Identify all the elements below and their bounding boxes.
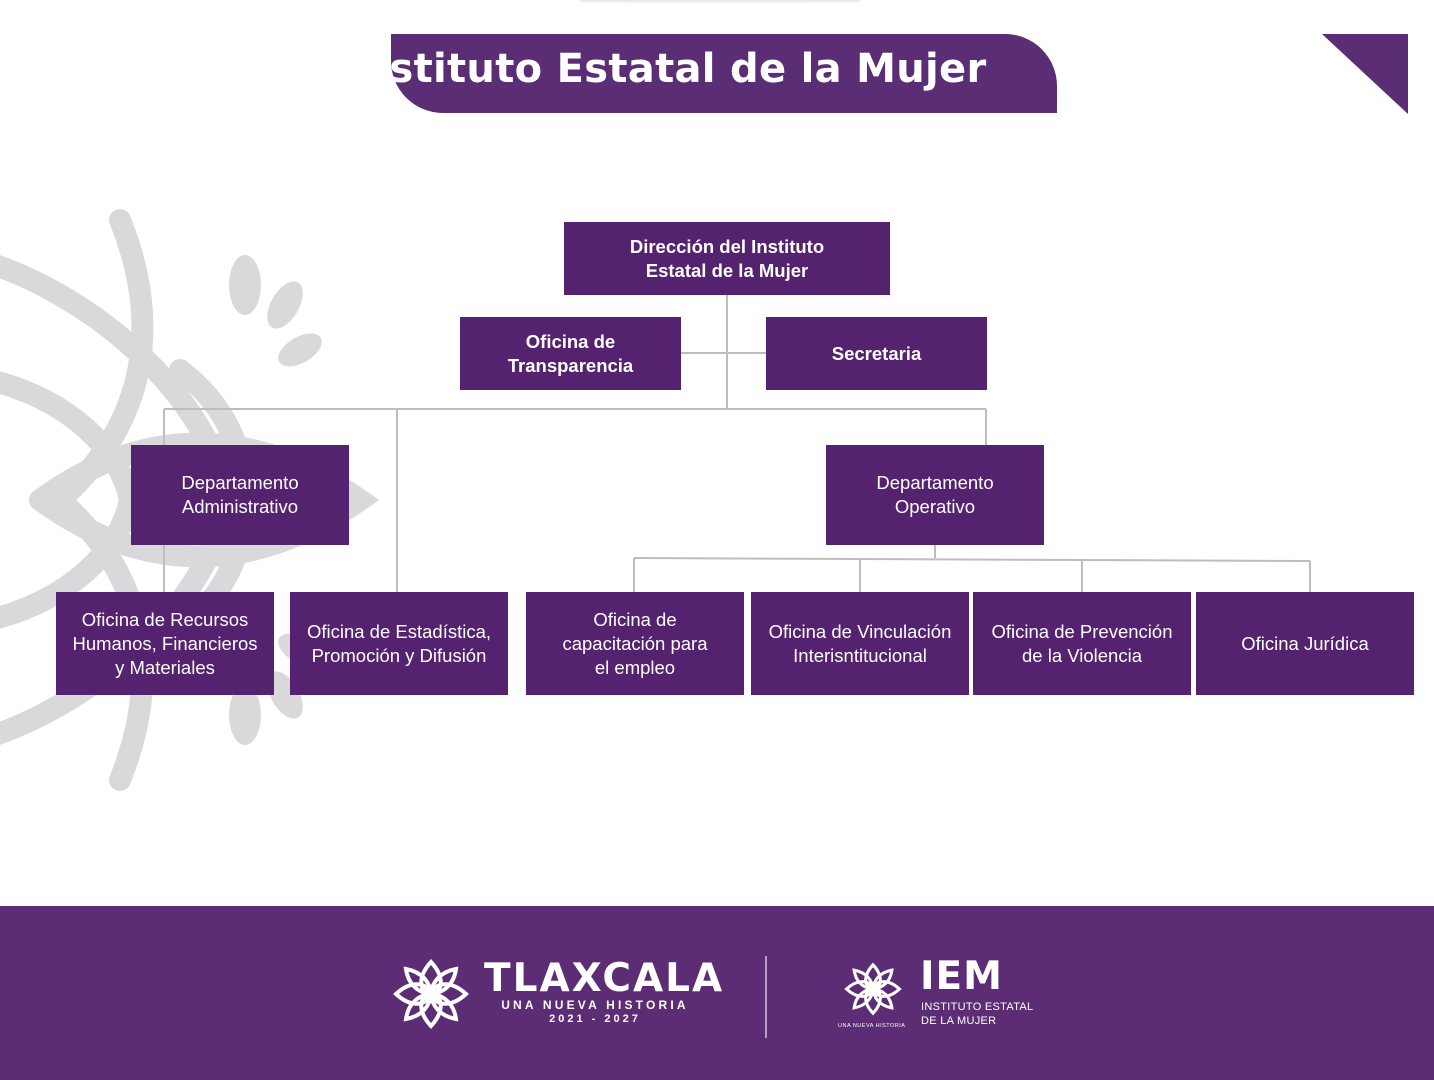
box-direccion-line-1: Dirección del Instituto	[629, 235, 825, 257]
iem-flower-logo-icon	[844, 962, 902, 1016]
box-direccion-line-2: Estatal de la Mujer	[645, 259, 809, 281]
box-juridica-line-1: Oficina Jurídica	[1241, 632, 1369, 654]
box-dept-admin-line-1: Departamento	[181, 472, 299, 493]
corner-triangle-icon	[1322, 34, 1408, 114]
box-transparencia: Oficina de Transparencia	[460, 317, 681, 390]
footer: TLAXCALA UNA NUEVA HISTORIA 2021 - 2027 …	[0, 906, 1434, 1080]
box-direccion: Dirección del Instituto Estatal de la Mu…	[564, 222, 890, 295]
box-prevencion-line-2: de la Violencia	[1022, 644, 1142, 666]
box-dept-operativo-line-2: Operativo	[894, 496, 976, 517]
box-secretaria: Secretaria	[766, 317, 987, 390]
iem-subtitle-line-1: INSTITUTO ESTATAL	[921, 1001, 1034, 1013]
tlaxcala-title: TLAXCALA	[484, 956, 725, 1001]
box-oficina-capacitacion: Oficina de capacitación para el empleo	[526, 592, 744, 695]
box-oficina-vinculacion: Oficina de Vinculación Interisntituciona…	[751, 592, 969, 695]
box-recursos-line-1: Oficina de Recursos	[81, 608, 249, 630]
box-capacitacion-line-1: Oficina de	[593, 608, 677, 630]
tlaxcala-flower-logo-icon	[393, 959, 469, 1029]
box-prevencion-line-1: Oficina de Prevención	[991, 620, 1173, 642]
iem-subtitle-line-2: DE LA MUJER	[921, 1015, 997, 1027]
box-oficina-recursos: Oficina de Recursos Humanos, Financieros…	[56, 592, 274, 695]
org-chart-connectors	[163, 294, 1311, 592]
box-departamento-operativo: Departamento Operativo	[826, 445, 1044, 545]
box-dept-admin-line-2: Administrativo	[181, 496, 299, 517]
box-secretaria-line-1: Secretaria	[831, 342, 922, 364]
box-vinculacion-line-1: Oficina de Vinculación	[768, 620, 952, 642]
box-transparencia-line-1: Oficina de	[525, 330, 616, 352]
box-estadistica-line-1: Oficina de Estadística,	[306, 620, 492, 642]
box-estadistica-line-2: Promoción y Difusión	[311, 644, 487, 666]
page-title: Instituto Estatal de la Mujer	[345, 45, 987, 92]
box-oficina-prevencion: Oficina de Prevención de la Violencia	[973, 592, 1191, 695]
box-departamento-administrativo: Departamento Administrativo	[131, 445, 349, 545]
box-capacitacion-line-3: el empleo	[594, 656, 676, 678]
box-vinculacion-line-2: Interisntitucional	[793, 644, 927, 666]
iem-title: IEM	[920, 954, 1003, 999]
tlaxcala-years: 2021 - 2027	[549, 1013, 641, 1025]
box-recursos-line-3: y Materiales	[115, 656, 215, 678]
tlaxcala-subtitle: UNA NUEVA HISTORIA	[501, 998, 689, 1012]
box-transparencia-line-2: Transparencia	[507, 354, 634, 376]
box-dept-operativo-line-1: Departamento	[876, 472, 994, 493]
top-shadow	[580, 0, 860, 4]
iem-tagline: UNA NUEVA HISTORIA	[838, 1023, 906, 1029]
box-oficina-estadistica: Oficina de Estadística, Promoción y Difu…	[290, 592, 508, 695]
box-oficina-juridica: Oficina Jurídica	[1196, 592, 1414, 695]
box-recursos-line-2: Humanos, Financieros	[72, 632, 258, 654]
title-banner: Instituto Estatal de la Mujer	[346, 34, 1057, 113]
footer-divider	[765, 956, 767, 1038]
box-capacitacion-line-2: capacitación para	[562, 632, 708, 654]
